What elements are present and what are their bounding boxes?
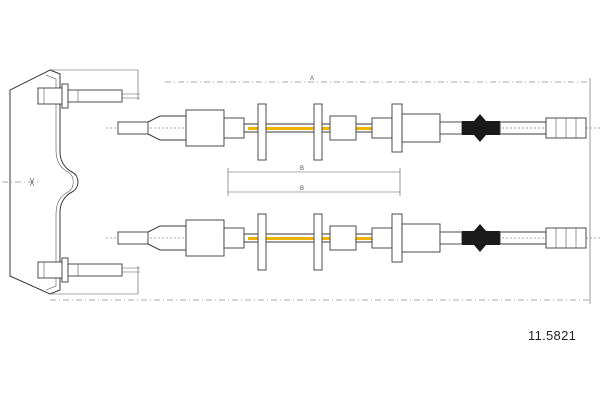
dimension-b-label-upper: B [300,166,304,172]
upper-cable-highlight [248,127,378,130]
upper-mounting-bolt [37,83,140,109]
dimension-b: B B [227,166,401,196]
lower-cable-rubber-boot [462,224,500,252]
dimension-b-label-lower: B [300,186,304,192]
lower-cable-highlight [248,237,378,240]
part-number-label: 11.5821 [528,328,577,343]
upper-cable-rubber-boot [462,114,500,142]
equalizer-bracket [2,69,79,295]
lower-cable-assembly [106,213,600,271]
dimension-a: A [50,76,591,304]
dimension-a-label: A [310,76,314,82]
lower-mounting-bolt [37,257,140,283]
upper-cable-assembly [106,103,600,161]
